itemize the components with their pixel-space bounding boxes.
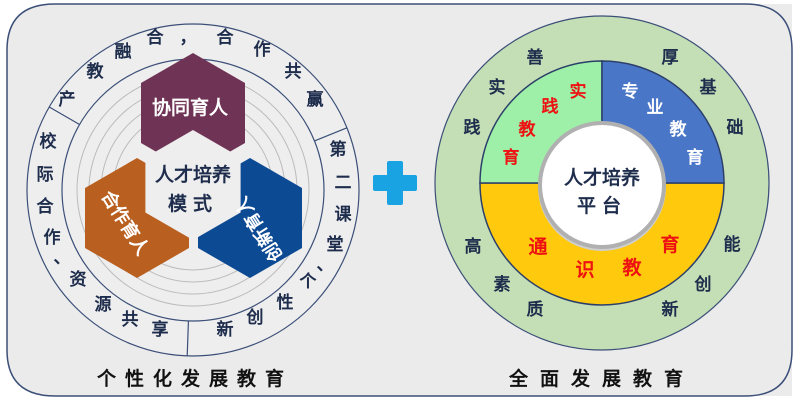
left-center-line2: 模式 <box>168 192 218 215</box>
left-panel-border <box>6 3 400 51</box>
right-panel-title: 全面发展教育 <box>508 367 695 390</box>
plus-icon <box>373 161 417 205</box>
left-center-line1: 人才培养 <box>155 163 231 186</box>
ring-divider <box>186 320 190 356</box>
left-diagram: 协同育人 合作育人 创新育人 人才培养 模式 产教融合，合作共赢 第二课堂、个性… <box>26 23 360 357</box>
left-panel-border-bottom <box>6 50 400 397</box>
ring-dividers <box>48 106 348 356</box>
right-center-line1: 人才培养 <box>564 166 640 189</box>
ring-divider <box>48 106 80 126</box>
hex-center <box>145 130 241 240</box>
right-center-line2: 平台 <box>577 194 627 217</box>
left-panel-title: 个性化发展教育 <box>96 367 293 390</box>
hex-label-collaborative: 协同育人 <box>152 96 229 119</box>
right-panel-border <box>400 3 793 397</box>
right-diagram: 人才培养 平台 善实践 厚基础 高素质 能创新 实践教育 专业教育 通识教育 <box>434 15 770 351</box>
center-disc <box>538 121 666 249</box>
hex-collaborative <box>141 53 245 173</box>
ring-divider <box>314 127 348 142</box>
